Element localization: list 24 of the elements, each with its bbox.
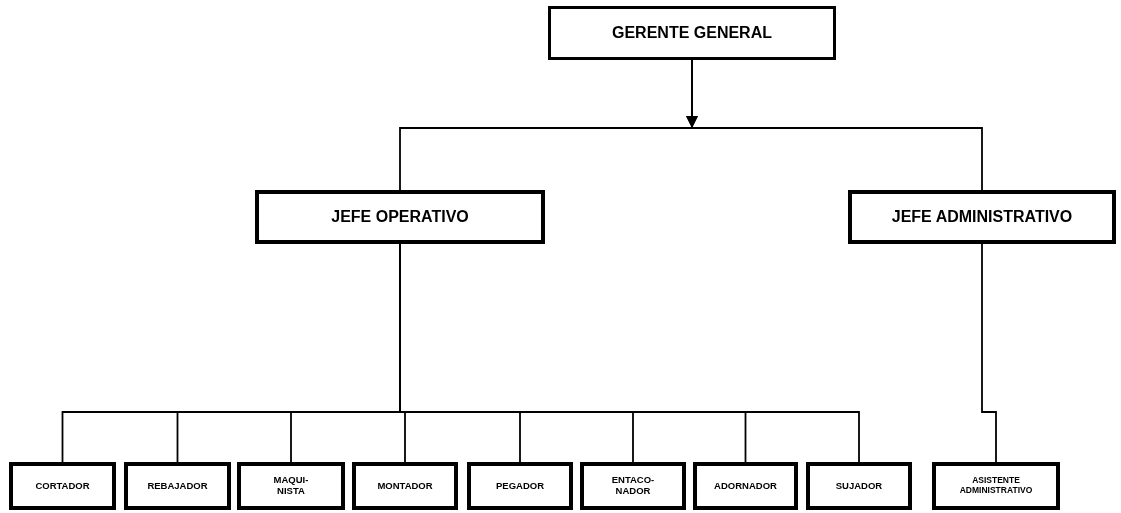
org-box [580, 462, 686, 510]
role-label: REBAJADOR [147, 480, 208, 492]
org-box [237, 462, 345, 510]
role-label: SUJADOR [835, 480, 883, 492]
role-label: GERENTE GENERAL [612, 23, 772, 43]
org-box [467, 462, 573, 510]
role-label: ADORNADOR [714, 480, 777, 492]
role-label: MAQUI- NISTA [272, 475, 310, 497]
role-label: ASISTENTE ADMINISTRATIVO [958, 476, 1034, 496]
role-label: JEFE OPERATIVO [331, 207, 469, 227]
role-label: CORTADOR [35, 480, 90, 492]
org-box [255, 190, 545, 244]
org-box [124, 462, 231, 510]
role-label: MONTADOR [377, 480, 433, 492]
role-label: PEGADOR [495, 480, 544, 492]
role-label: JEFE ADMINISTRATIVO [891, 207, 1073, 227]
org-box [932, 462, 1060, 510]
org-box [352, 462, 458, 510]
org-box [548, 6, 836, 60]
org-box [848, 190, 1116, 244]
org-box [693, 462, 798, 510]
role-label: ENTACO- NADOR [610, 475, 656, 497]
org-box [9, 462, 116, 510]
org-box [806, 462, 912, 510]
